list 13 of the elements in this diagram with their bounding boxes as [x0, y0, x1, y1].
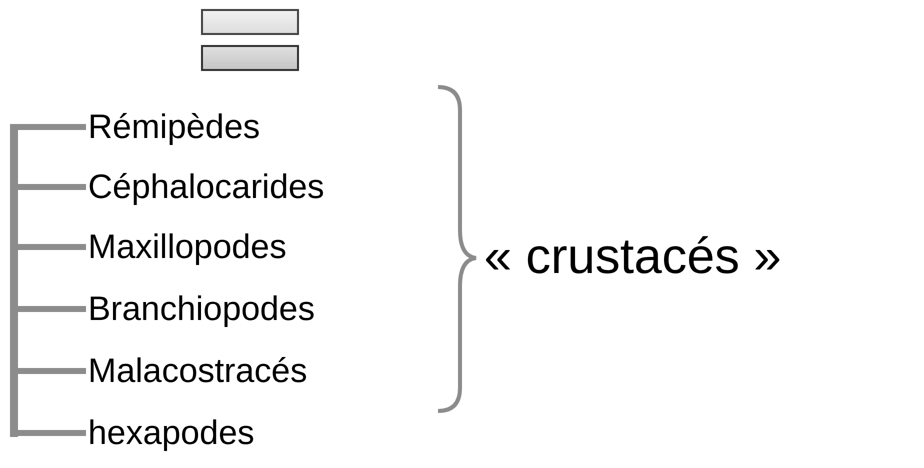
- taxon-name: Malacostracés: [88, 351, 308, 391]
- tree-branch-line: [18, 244, 86, 250]
- taxon-name: Maxillopodes: [88, 227, 286, 267]
- taxon-name: hexapodes: [88, 413, 254, 453]
- taxon-name: Branchiopodes: [88, 289, 315, 329]
- tree-branch-line: [18, 184, 86, 190]
- taxon-name: Céphalocarides: [88, 167, 324, 207]
- tree-branch-line: [18, 430, 86, 436]
- tree-branch-line: [18, 124, 86, 130]
- tree-branch-line: [18, 368, 86, 374]
- tree-branch-line: [18, 306, 86, 312]
- group-label: « crustacés »: [484, 227, 782, 286]
- taxon-name: Rémipèdes: [88, 107, 260, 147]
